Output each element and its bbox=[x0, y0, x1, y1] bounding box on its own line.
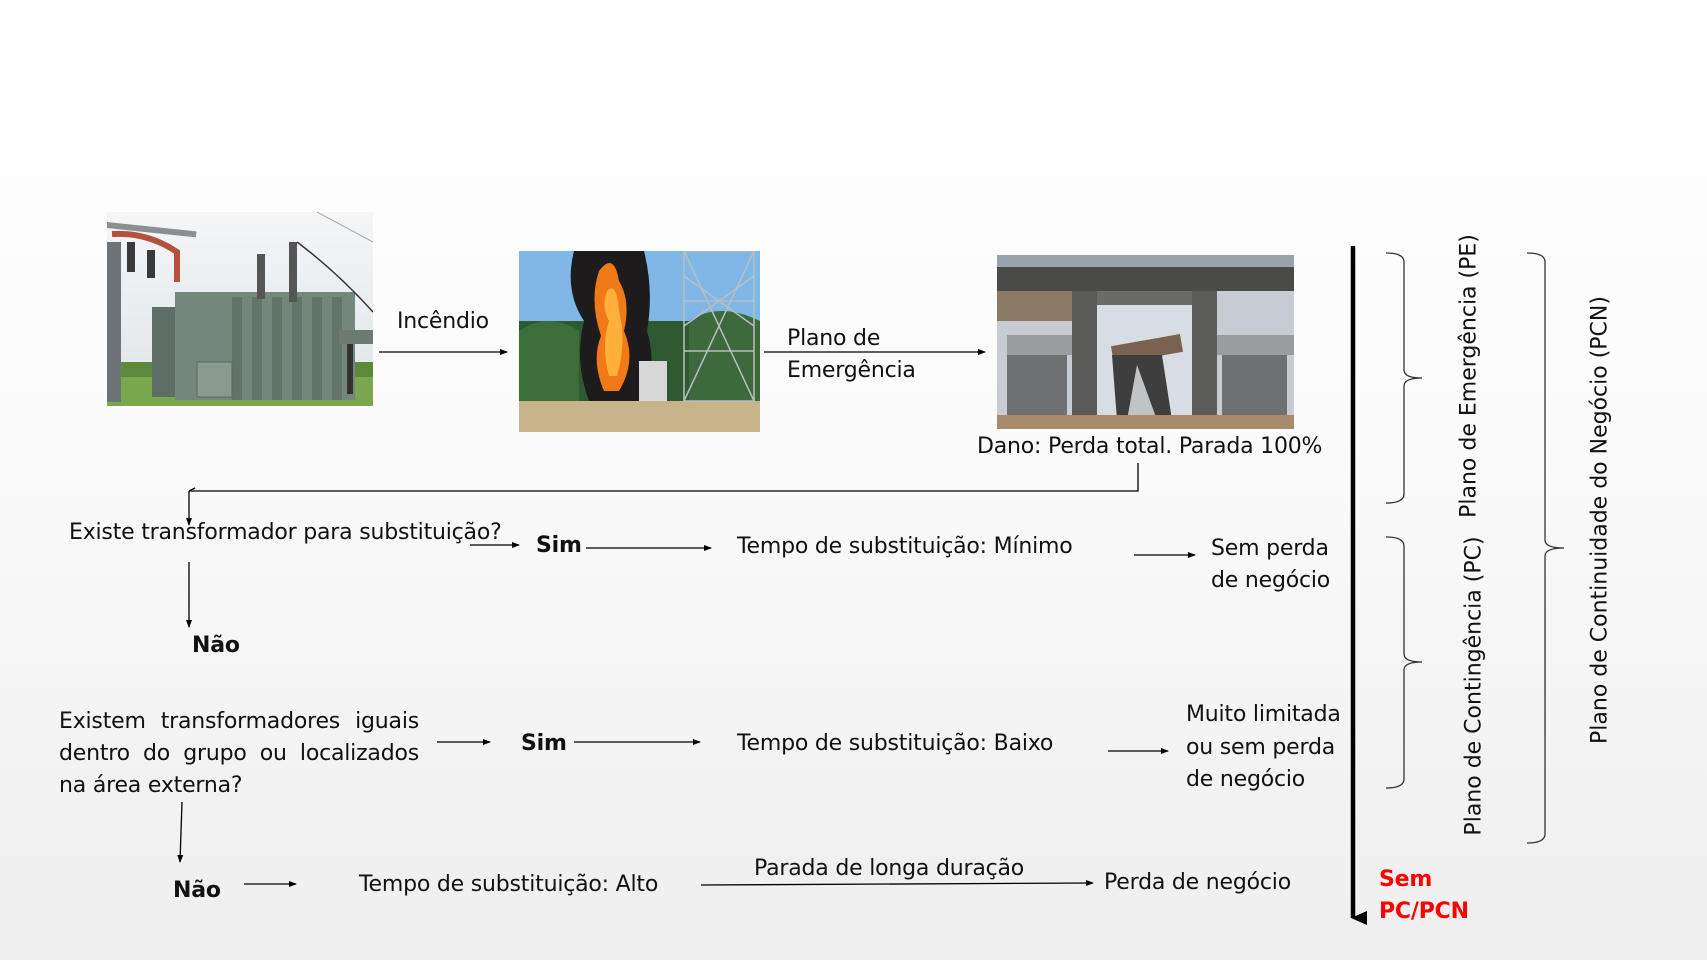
business-loss-label: Perda de negócio bbox=[1104, 870, 1291, 895]
fire-label: Incêndio bbox=[397, 309, 489, 334]
question-1: Existe transformador para substituição? bbox=[69, 520, 502, 545]
q2-no-label: Não bbox=[173, 878, 221, 903]
question-2: Existem transformadores iguais dentro do… bbox=[59, 707, 419, 801]
contingency-plan-pc-label: Plano de Contingência (PC) bbox=[1461, 536, 1487, 836]
q2-yes-label: Sim bbox=[521, 731, 567, 756]
q1-outcome-line2: de negócio bbox=[1211, 568, 1331, 593]
fire-photo bbox=[519, 251, 760, 432]
q1-yes-result: Tempo de substituição: Mínimo bbox=[737, 534, 1073, 559]
emergency-plan-label-line1: Plano de bbox=[787, 326, 881, 351]
q1-yes-label: Sim bbox=[536, 533, 582, 558]
q2-yes-result: Tempo de substituição: Baixo bbox=[737, 731, 1054, 756]
q2-outcome-line3: de negócio bbox=[1186, 767, 1306, 792]
no-plan-label-line1: Sem bbox=[1379, 867, 1433, 892]
long-stop-label: Parada de longa duração bbox=[754, 856, 1025, 881]
q1-no-label: Não bbox=[192, 633, 240, 658]
q1-outcome-line1: Sem perda bbox=[1211, 536, 1329, 561]
question-2-line2: dentro do grupo ou localizados bbox=[59, 741, 419, 766]
no-plan-label-line2: PC/PCN bbox=[1379, 899, 1469, 924]
question-2-line1: Existem transformadores iguais bbox=[59, 709, 419, 734]
business-continuity-plan-pcn-label: Plano de Continuidade do Negócio (PCN) bbox=[1587, 296, 1613, 744]
question-2-line3: na área externa? bbox=[59, 773, 243, 798]
damage-label: Dano: Perda total. Parada 100% bbox=[977, 434, 1323, 459]
q2-outcome-line1: Muito limitada bbox=[1186, 702, 1341, 727]
damaged-transformer-photo bbox=[997, 255, 1294, 429]
transformer-photo bbox=[107, 212, 373, 406]
q2-outcome-line2: ou sem perda bbox=[1186, 735, 1336, 760]
emergency-plan-label-line2: Emergência bbox=[787, 358, 916, 383]
emergency-plan-pe-label: Plano de Emergência (PE) bbox=[1456, 234, 1482, 518]
q2-no-result: Tempo de substituição: Alto bbox=[359, 872, 659, 897]
